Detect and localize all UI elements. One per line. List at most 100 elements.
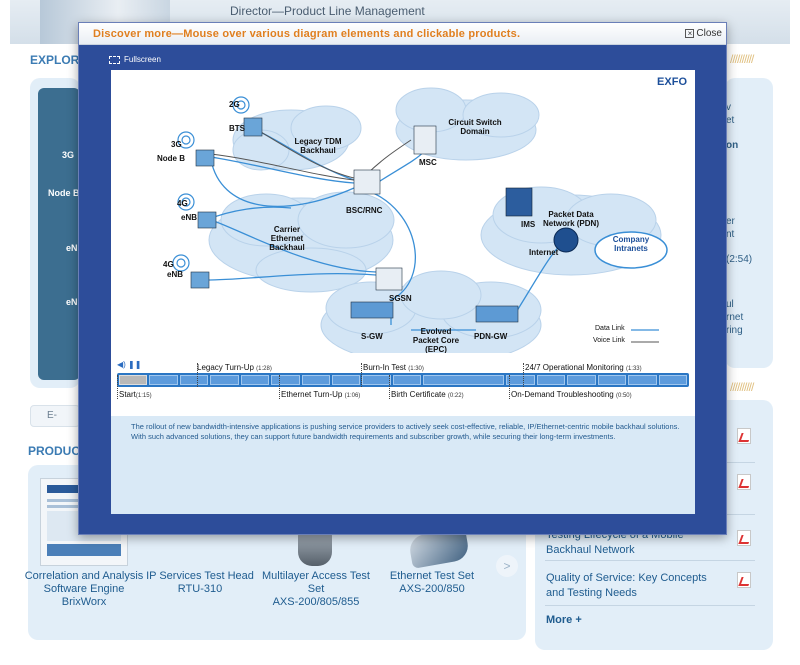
- right-fragment: er: [726, 216, 735, 227]
- nodeb-box[interactable]: [195, 149, 215, 167]
- right-fragment: (2:54): [726, 254, 753, 265]
- pdf-icon[interactable]: [737, 474, 751, 490]
- timeline-segment[interactable]: [301, 375, 330, 385]
- timeline-segment[interactable]: [536, 375, 566, 385]
- chapter-time: (1:33): [625, 366, 642, 372]
- chapter-marker: [197, 363, 198, 387]
- chapter-label: Start: [119, 390, 136, 399]
- close-button[interactable]: × Close: [685, 28, 722, 39]
- modal-title-bar: Discover more—Mouse over various diagram…: [79, 23, 726, 45]
- product-name: Ethernet Test Set: [389, 570, 475, 582]
- fullscreen-label: Fullscreen: [124, 55, 161, 64]
- chapter-label: On-Demand Troubleshooting: [511, 390, 614, 399]
- label-sgw: S-GW: [361, 332, 383, 341]
- email-label: E-: [47, 410, 57, 421]
- thumb-label-enb-2: eNI: [66, 297, 81, 307]
- timeline-segment[interactable]: [658, 375, 688, 385]
- pdngw-box[interactable]: [475, 305, 519, 323]
- timeline-segment[interactable]: [628, 375, 657, 385]
- carousel-next-arrow[interactable]: >: [496, 555, 518, 577]
- right-fragment: ul: [726, 299, 734, 310]
- company-intranets-cloud[interactable]: [594, 231, 668, 269]
- label-circuit-switch: Circuit Switch Domain: [448, 118, 502, 136]
- chapter-on-demand-troubleshooting[interactable]: On-Demand Troubleshooting (0:50): [511, 390, 632, 399]
- fullscreen-icon: [109, 55, 120, 64]
- product-model: RTU-310: [177, 583, 223, 595]
- doc-divider: [545, 605, 755, 606]
- enb-box-2[interactable]: [190, 271, 210, 289]
- timeline-segment[interactable]: [506, 375, 535, 385]
- label-company-intranets[interactable]: Company Intranets: [612, 235, 650, 253]
- discover-more-modal: Discover more—Mouse over various diagram…: [78, 22, 727, 535]
- thumb-label-enb: eNI: [66, 243, 81, 253]
- description-area: The rollout of new bandwidth-intensive a…: [111, 416, 695, 514]
- label-3g: 3G: [171, 140, 182, 149]
- volume-pause-icons[interactable]: ◀) ❚❚: [117, 360, 142, 369]
- email-button[interactable]: E-: [30, 405, 80, 427]
- chapter-ethernet-turnup[interactable]: Ethernet Turn-Up (1:06): [281, 390, 360, 399]
- label-pdngw: PDN-GW: [474, 332, 508, 341]
- label-carrier-ethernet: Carrier Ethernet Backhaul: [269, 225, 305, 252]
- timeline-segment[interactable]: [392, 375, 422, 385]
- close-label: Close: [696, 28, 722, 39]
- timeline-bar[interactable]: [117, 373, 689, 387]
- explore-thumbnail[interactable]: [38, 88, 80, 380]
- equipment: [190, 117, 579, 323]
- chapter-birth-certificate[interactable]: Birth Certificate (0:22): [391, 390, 464, 399]
- timeline-segment[interactable]: [149, 375, 178, 385]
- pdf-icon[interactable]: [737, 572, 751, 588]
- chapter-247-monitoring[interactable]: 24/7 Operational Monitoring (1:33): [525, 363, 642, 372]
- enb-box-1[interactable]: [197, 211, 217, 229]
- timeline-segment[interactable]: [210, 375, 239, 385]
- chapter-time: (0:50): [615, 393, 632, 399]
- timeline-segment[interactable]: [597, 375, 627, 385]
- chapter-start[interactable]: Start(1:15): [119, 390, 152, 399]
- label-4g-a: 4G: [177, 199, 188, 208]
- timeline-segment[interactable]: [240, 375, 270, 385]
- msc-box[interactable]: [413, 125, 437, 155]
- product-rtu-310[interactable]: IP Services Test Head RTU-310: [140, 570, 260, 596]
- product-axs-200-850[interactable]: Ethernet Test Set AXS-200/850: [372, 570, 492, 596]
- tower-icons: [172, 96, 250, 272]
- timeline-segment[interactable]: [362, 375, 391, 385]
- internet-globe[interactable]: [553, 227, 579, 253]
- decorative-slashes: //////////: [730, 380, 754, 394]
- more-link[interactable]: More +: [546, 614, 582, 626]
- sgw-box[interactable]: [350, 301, 394, 319]
- right-fragment: on: [726, 140, 739, 151]
- chapter-label: Ethernet Turn-Up: [281, 390, 343, 399]
- pdf-icon[interactable]: [737, 530, 751, 546]
- timeline-segment[interactable]: [331, 375, 361, 385]
- bsc-rnc-box[interactable]: [353, 169, 381, 195]
- doc-link-qos[interactable]: Quality of Service: Key Concepts and Tes…: [546, 572, 707, 599]
- pdf-icon[interactable]: [737, 428, 751, 444]
- product-model: AXS-200/850: [399, 583, 465, 595]
- product-axs-200-805[interactable]: Multilayer Access Test Set AXS-200/805/8…: [256, 570, 376, 609]
- chapter-time: (1:06): [344, 393, 361, 399]
- sgsn-box[interactable]: [375, 267, 403, 291]
- chapter-marker: [279, 375, 280, 399]
- legend-data-link: Data Link: [595, 325, 625, 332]
- timeline-segment[interactable]: [179, 375, 209, 385]
- bts-box[interactable]: [243, 117, 263, 137]
- axs-200-805-device[interactable]: [298, 530, 332, 566]
- timeline-segment[interactable]: [567, 375, 596, 385]
- product-name: Multilayer Access Test Set: [261, 570, 370, 595]
- ims-servers[interactable]: [505, 187, 533, 217]
- fullscreen-button[interactable]: Fullscreen: [109, 55, 161, 64]
- right-fragment: nt: [726, 229, 735, 240]
- timeline-segment[interactable]: [423, 375, 505, 385]
- chapter-marker: [361, 363, 362, 387]
- chapter-legacy-turnup[interactable]: Legacy Turn-Up (1:28): [197, 363, 272, 372]
- playback-controls[interactable]: ◀) ❚❚: [117, 360, 141, 369]
- product-brixworx[interactable]: Correlation and Analysis Software Engine…: [24, 570, 144, 609]
- chapter-burn-in-test[interactable]: Burn-In Test (1:30): [363, 363, 424, 372]
- timeline-segment[interactable]: [271, 375, 300, 385]
- network-diagram: [172, 87, 668, 353]
- chapter-label: 24/7 Operational Monitoring: [525, 363, 624, 372]
- chapter-description: The rollout of new bandwidth-intensive a…: [131, 422, 680, 441]
- timeline-segment[interactable]: [119, 375, 148, 385]
- chapter-time: (1:15): [135, 393, 152, 399]
- product-model: AXS-200/805/855: [272, 596, 360, 608]
- legend-voice-link: Voice Link: [593, 337, 625, 344]
